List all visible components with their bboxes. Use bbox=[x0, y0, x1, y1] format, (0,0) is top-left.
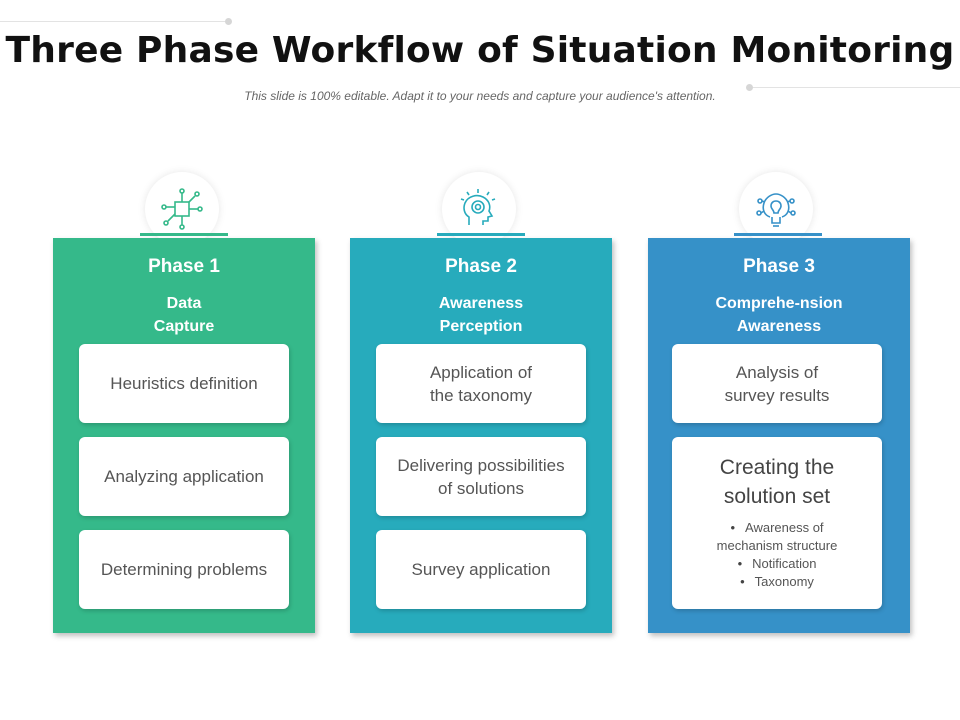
phase-2-title: Phase 2 bbox=[445, 256, 517, 277]
top-right-divider-dot bbox=[746, 84, 753, 91]
phase-2-subtitle: Awareness Perception bbox=[438, 295, 524, 335]
bullet-text: Notification bbox=[752, 556, 817, 571]
phase-3-icon-underline bbox=[734, 233, 822, 236]
bullet-text: Awareness of mechanism structure bbox=[716, 520, 838, 553]
phase-2-icon-underline bbox=[437, 233, 525, 236]
phase-3-item-1: Analysis of survey results bbox=[672, 344, 882, 423]
phase-1-subtitle: Data Capture bbox=[153, 295, 215, 335]
phase-1-title: Phase 1 bbox=[148, 256, 220, 277]
page-title: Three Phase Workflow of Situation Monito… bbox=[5, 30, 955, 71]
bullet-text: Taxonomy bbox=[754, 574, 814, 589]
page-subtitle: This slide is 100% editable. Adapt it to… bbox=[244, 89, 716, 103]
top-left-divider-dot bbox=[225, 18, 232, 25]
phase-1-item-3: Determining problems bbox=[79, 530, 289, 609]
bullet-item: Taxonomy bbox=[672, 573, 882, 591]
phase-3-highlight-title: Creating the solution set bbox=[719, 456, 835, 508]
head-target-icon bbox=[460, 189, 496, 225]
phase-3-bullet-list: Awareness of mechanism structure Notific… bbox=[672, 519, 882, 591]
top-right-divider-line bbox=[750, 87, 960, 88]
phase-2-card: Phase 2 Awareness Perception Application… bbox=[350, 238, 612, 633]
brain-lightbulb-icon bbox=[756, 193, 796, 227]
phase-1-icon-underline bbox=[140, 233, 228, 236]
phase-1-card: Phase 1 Data Capture Heuristics definiti… bbox=[53, 238, 315, 633]
phase-2-item-1: Application of the taxonomy bbox=[376, 344, 586, 423]
phase-2-item-2: Delivering possibilities of solutions bbox=[376, 437, 586, 516]
top-left-divider-line bbox=[0, 21, 228, 22]
phase-1-item-1: Heuristics definition bbox=[79, 344, 289, 423]
phase-3-highlight-box: Creating the solution set Awareness of m… bbox=[672, 437, 882, 609]
phase-3-card: Phase 3 Comprehe-nsion Awareness Analysi… bbox=[648, 238, 910, 633]
phase-3-subtitle: Comprehe-nsion Awareness bbox=[715, 295, 843, 335]
bullet-item: Notification bbox=[672, 555, 882, 573]
bullet-item: Awareness of mechanism structure bbox=[672, 519, 882, 555]
circuit-chip-icon bbox=[161, 188, 203, 230]
phase-3-title: Phase 3 bbox=[743, 256, 815, 277]
phase-1-item-2: Analyzing application bbox=[79, 437, 289, 516]
phase-2-item-3: Survey application bbox=[376, 530, 586, 609]
